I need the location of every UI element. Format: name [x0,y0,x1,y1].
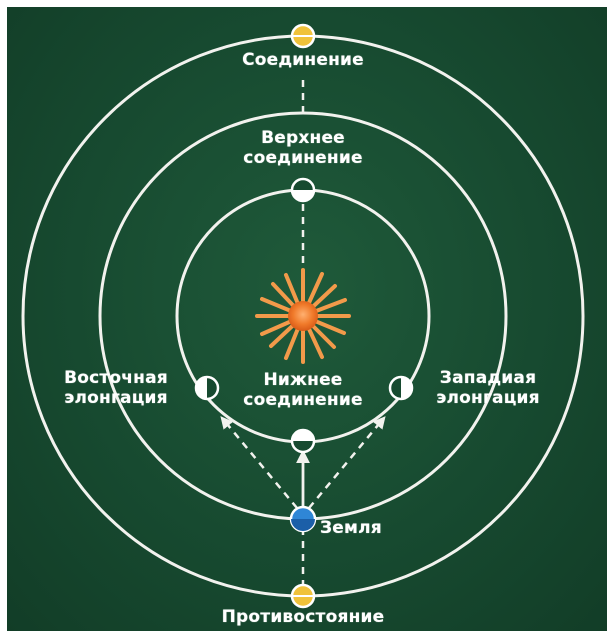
inner-planet-superior-icon [292,179,314,201]
inner-planet-inferior-icon [292,430,314,452]
label-western-elongation-line2: элонгация [418,388,558,408]
label-superior-conjunction: Верхнее соединение [218,128,388,168]
label-inferior-conjunction-line1: Нижнее [220,370,386,390]
label-inferior-conjunction: Нижнее соединение [220,370,386,410]
sun-icon [257,270,349,362]
label-western-elongation-line1: Западиая [418,368,558,388]
inner-planet-western-icon [390,377,412,399]
label-eastern-elongation-line2: элонгация [46,388,186,408]
label-superior-conjunction-line1: Верхнее [218,128,388,148]
label-opposition: Противостояние [203,607,403,627]
label-conjunction: Соединение [228,50,378,70]
earth-planet-icon [291,507,315,531]
outer-planet-opposition-icon [292,585,314,607]
sightline-eastern-elongation [222,418,297,508]
inner-planet-eastern-icon [196,377,218,399]
outer-planet-conjunction-icon [292,25,314,47]
label-superior-conjunction-line2: соединение [218,148,388,168]
label-earth: Земля [320,518,410,538]
label-western-elongation: Западиая элонгация [418,368,558,408]
label-inferior-conjunction-line2: соединение [220,390,386,410]
label-eastern-elongation-line1: Восточная [46,368,186,388]
sightline-western-elongation [309,418,384,508]
label-eastern-elongation: Восточная элонгация [46,368,186,408]
